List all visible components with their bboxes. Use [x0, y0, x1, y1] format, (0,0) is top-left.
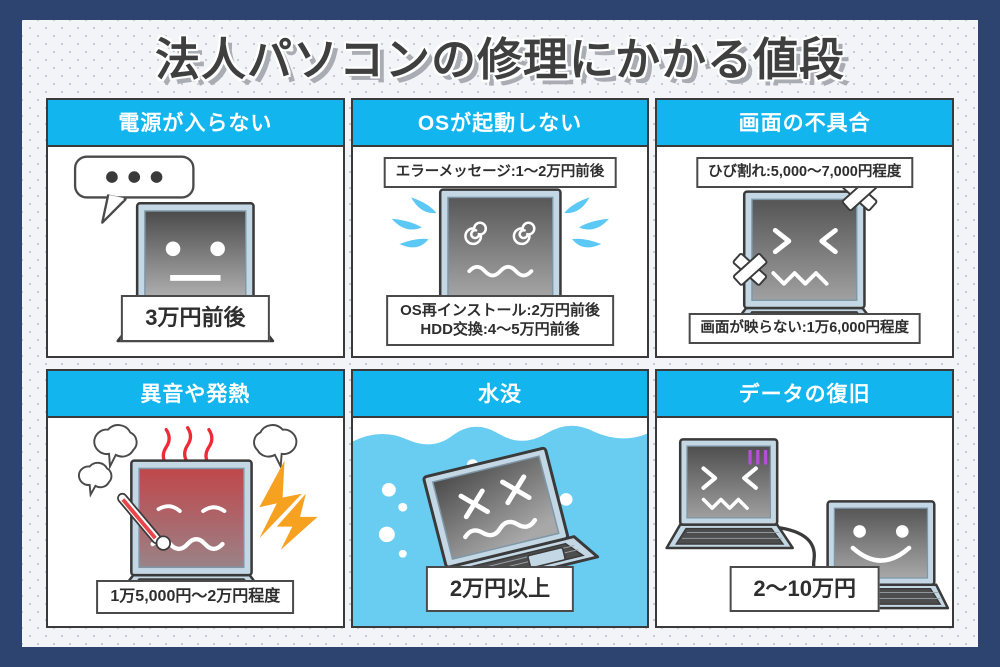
panel-header-os-boot: OSが起動しない	[352, 100, 648, 147]
panel-header-power: 電源が入らない	[48, 100, 343, 147]
panel-body-data-recovery: 2〜10万円	[657, 418, 952, 627]
price-box-os-boot: OS再インストール:2万円前後 HDD交換:4〜5万円前後	[386, 295, 614, 346]
panel-data-recovery: データの復旧	[655, 368, 955, 628]
noise-cloud-icon-left	[77, 423, 138, 498]
bandage-icon-bottom-left	[733, 253, 768, 286]
thermometer-icon	[117, 492, 171, 551]
price-box-data-recovery: 2〜10万円	[729, 565, 881, 612]
note-box-os-error: エラーメッセージ:1〜2万円前後	[383, 157, 617, 188]
panel-screen-trouble: 画面の不具合	[655, 98, 955, 358]
infographic-frame: 法人パソコンの修理にかかる値段 電源が入らない	[22, 20, 978, 647]
sweat-drops-left	[391, 197, 437, 248]
price-line-os-reinstall: OS再インストール:2万円前後	[400, 302, 600, 320]
price-line-hdd-swap: HDD交換:4〜5万円前後	[420, 321, 580, 339]
price-box-screen-trouble: 画面が映らない:1万6,000円程度	[688, 312, 922, 344]
panel-header-water-damage: 水没	[352, 370, 648, 418]
panel-os-boot: OSが起動しない	[350, 98, 650, 358]
panel-body-power: 3万円前後	[48, 147, 343, 356]
panel-body-os-boot: エラーメッセージ:1〜2万円前後 OS再インストール:2万円前後 HDD交換:4…	[353, 147, 648, 356]
panel-header-data-recovery: データの復旧	[657, 370, 953, 418]
price-box-water-damage: 2万円以上	[425, 565, 575, 612]
panel-row-bottom: 異音や発熱	[46, 368, 955, 628]
panel-body-water-damage: 2万円以上	[352, 417, 648, 626]
price-box-noise-heat: 1万5,000円〜2万円程度	[96, 579, 295, 614]
two-laptops-cable-icon	[657, 418, 952, 627]
note-box-screen-crack: ひび割れ:5,000〜7,000円程度	[695, 157, 914, 188]
page-title-wrap: 法人パソコンの修理にかかる値段	[22, 34, 978, 85]
panel-body-screen-trouble: ひび割れ:5,000〜7,000円程度 画面が映らない:1万6,000円程度	[657, 147, 952, 356]
panel-water-damage: 水没	[350, 368, 650, 628]
glitch-marks	[748, 449, 768, 465]
panel-header-noise-heat: 異音や発熱	[48, 370, 343, 418]
panel-header-screen-trouble: 画面の不具合	[657, 100, 953, 147]
panel-grid: 電源が入らない	[46, 98, 955, 628]
panel-noise-heat: 異音や発熱	[46, 368, 345, 628]
sad-laptop	[665, 437, 795, 549]
panel-power: 電源が入らない	[46, 98, 345, 358]
panel-row-top: 電源が入らない	[46, 98, 955, 358]
page-title: 法人パソコンの修理にかかる値段	[154, 34, 845, 85]
lightning-icon	[259, 460, 318, 550]
noise-cloud-icon-right	[253, 423, 298, 470]
sweat-drops-right	[564, 197, 609, 248]
panel-body-noise-heat: 1万5,000円〜2万円程度	[48, 418, 343, 627]
price-box-power: 3万円前後	[121, 295, 270, 342]
